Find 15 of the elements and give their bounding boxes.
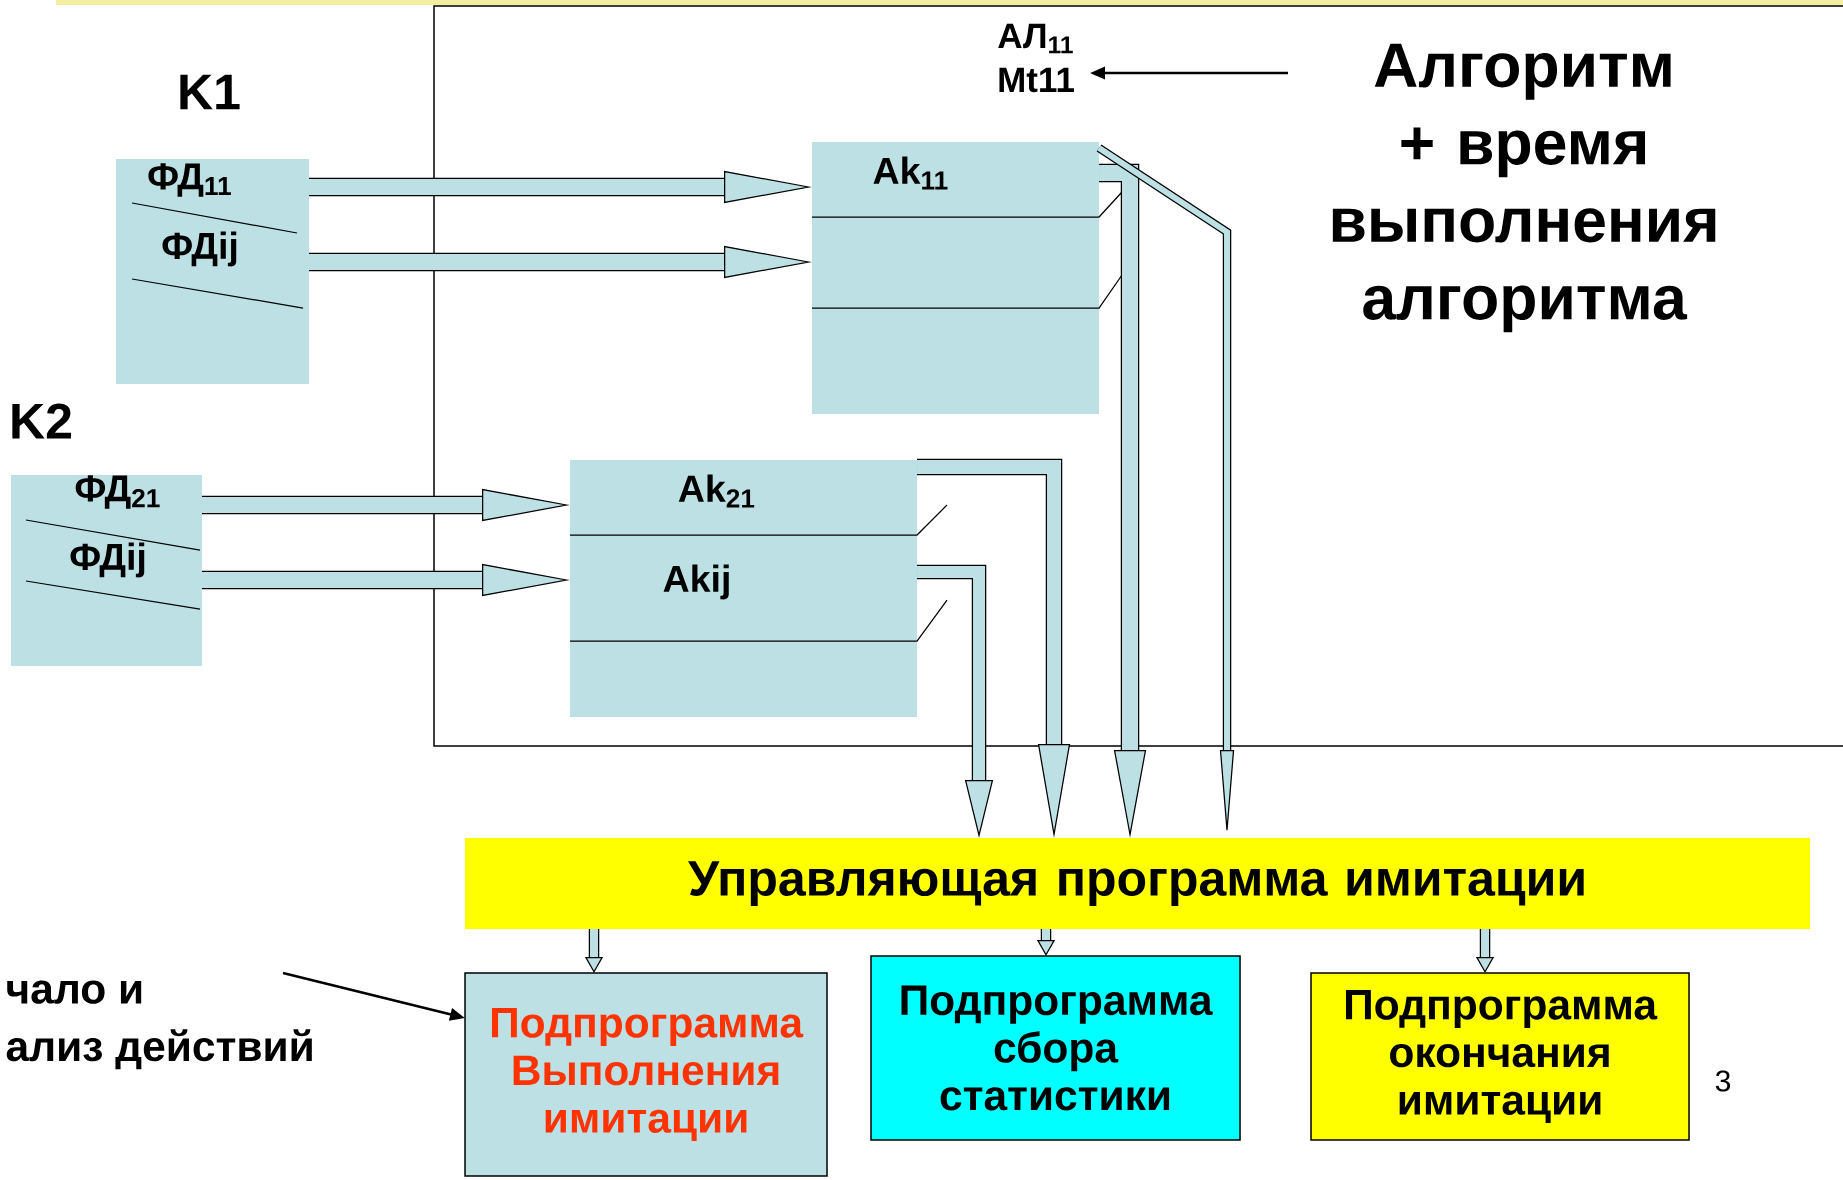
frame-border — [433, 5, 1843, 747]
annotation-text: чало и ализ действий — [6, 980, 312, 1070]
node-label: K1 — [180, 74, 240, 110]
subroutine-box: Подпрограмма сбора статистики — [870, 955, 1241, 1141]
data-block: K2 ФД$_{21}$ ФДij — [11, 403, 202, 666]
algorithm-block: Ak$_{21}$ Akij — [569, 460, 948, 717]
subroutine-box: Подпрограмма Выполнения имитации — [464, 972, 828, 1177]
notation-label: АЛ$_{11}$ Mt11 — [998, 23, 1074, 93]
subroutine-box: Подпрограмма окончания имитации — [1310, 972, 1690, 1141]
block-arrow — [1096, 144, 1235, 831]
program-bar: Управляющая программа имитации — [465, 838, 1811, 929]
annotation-text: Алгоритм + время выполнения алгоритма — [1332, 43, 1716, 333]
data-block: K1 ФД$_{11}$ ФДij — [116, 74, 309, 384]
algorithm-block: Ak$_{11}$ — [811, 142, 1123, 414]
node-label: K2 — [12, 403, 71, 439]
